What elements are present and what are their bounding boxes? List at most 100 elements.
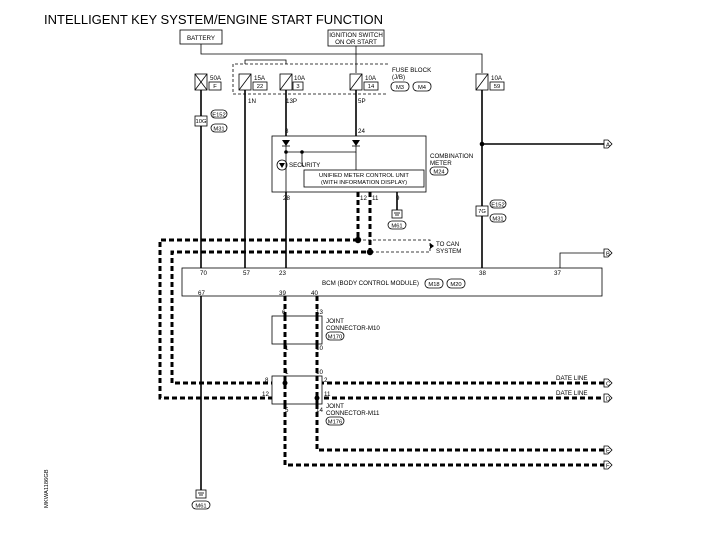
diagram-title: INTELLIGENT KEY SYSTEM/ENGINE START FUNC… (44, 12, 383, 27)
conn-e152-a: E152 (212, 113, 226, 119)
meter-internal-link (285, 146, 357, 153)
meter-pin-24: 24 (358, 128, 365, 135)
conn-m31-a: M31 (213, 127, 224, 133)
m11-conn: M176 (328, 420, 343, 426)
m11-label-1: JOINT (326, 403, 344, 410)
fuse-15a-id: 22 (257, 84, 263, 90)
battery-label: BATTERY (187, 35, 215, 42)
svg-text:D: D (606, 397, 610, 403)
m10-conn: M170 (328, 335, 343, 341)
fuse-block-outline (232, 63, 388, 95)
m10-pin-10: 10 (316, 345, 323, 352)
m11-pin-14: 14 (316, 407, 323, 414)
fuse-block-label-1: FUSE BLOCK (392, 67, 432, 74)
bcm-pin-40: 40 (311, 290, 318, 297)
arrow-tag-d: D (603, 393, 613, 403)
date-line-label-1: DATE LINE (556, 375, 588, 382)
security-label: SECURITY (289, 162, 320, 169)
conn-e152-b: E152 (491, 203, 505, 209)
fuse-15a-rating: 15A (254, 75, 266, 82)
m11-pin-12: 12 (262, 391, 269, 398)
fuse-block-conn-m3-label: M3 (396, 85, 404, 91)
m10-pin-1: 1 (285, 345, 289, 352)
can-line-to-f (283, 404, 604, 467)
conn-7g: 7G (478, 209, 486, 215)
svg-text:C: C (606, 382, 610, 388)
fuse-10a-59-id-box (489, 81, 505, 91)
ground-m61-top (387, 220, 407, 230)
m11-pin-5: 5 (285, 407, 289, 414)
svg-text:B: B (606, 252, 610, 258)
to-can-label-1: TO CAN (436, 241, 459, 248)
joint-connector-m10 (271, 315, 323, 345)
arrow-tag-a: A (603, 139, 613, 149)
fuse-15a-id-box (252, 81, 268, 91)
date-line-label-2: DATE LINE (556, 390, 588, 397)
unified-meter-label-2: (WITH INFORMATION DISPLAY) (321, 180, 407, 186)
m11-pin-8: 8 (265, 377, 269, 384)
bcm-pin-39: 39 (279, 290, 286, 297)
fuse-50a-rating: 50A (210, 75, 222, 82)
fuse-terminal-1n: 1N (248, 98, 256, 105)
fuse-50a-id: F (213, 84, 217, 90)
arrow-tag-e: E (603, 445, 613, 455)
bcm-pin-67: 67 (198, 290, 205, 297)
m10-label-1: JOINT (326, 318, 344, 325)
bcm-pin-38: 38 (479, 270, 486, 277)
m11-pin-1: 1 (285, 369, 289, 376)
m10-pin-13: 13 (316, 309, 323, 316)
fuse-10a-59-rating: 10A (491, 75, 503, 82)
joint-connector-m11 (271, 375, 323, 405)
arrow-tag-b: B (603, 248, 613, 258)
fuse-10a-14-id-box (363, 81, 379, 91)
fuse-block-conn-m4-label: M4 (418, 85, 427, 91)
bcm-pin-57: 57 (243, 270, 250, 277)
bcm-conn-m20: M20 (450, 282, 461, 288)
combination-meter-label-1: COMBINATION (430, 153, 473, 160)
svg-text:F: F (606, 464, 610, 470)
conn-10g: 10G (196, 119, 207, 125)
ground-m61-bottom (191, 500, 211, 510)
fuse-terminal-5p: 5P (358, 98, 366, 105)
unified-meter-control-unit (303, 169, 425, 188)
ignition-label-1: IGNITION SWITCH (329, 32, 383, 39)
m11-pin-2: 2 (324, 377, 328, 384)
bcm-pin-70: 70 (200, 270, 207, 277)
fuse-10a-14-id: 14 (368, 84, 375, 90)
ground-m61-top-label: M61 (391, 224, 402, 230)
fuse-10a-59-id: 59 (494, 84, 500, 90)
arrow-tag-c: C (603, 378, 613, 388)
ignition-label-2: ON OR START (335, 39, 377, 46)
combination-meter-conn: M24 (433, 170, 445, 176)
fuse-block-conn-m4 (412, 81, 432, 92)
fuse-10a-3-id-box (292, 81, 304, 91)
bcm-label: BCM (BODY CONTROL MODULE) (322, 280, 419, 287)
m10-label-2: CONNECTOR-M10 (326, 325, 380, 332)
bcm-pin-23: 23 (279, 270, 286, 277)
bcm-conn-m18: M18 (428, 282, 439, 288)
conn-m31-b: M31 (492, 217, 503, 223)
meter-pin-9: 9 (396, 195, 400, 202)
bcm-pin-37: 37 (554, 270, 561, 277)
bcm-box (181, 267, 603, 297)
unified-meter-label-1: UNIFIED METER CONTROL UNIT (319, 173, 409, 179)
m11-label-2: CONNECTOR-M11 (326, 410, 380, 417)
fuse-block-conn-m3 (390, 81, 410, 92)
fuse-block-link (244, 59, 287, 64)
arrow-tag-f: F (603, 460, 613, 470)
meter-pin-8: 8 (285, 128, 289, 135)
fuse-terminal-13p: 13P (286, 98, 297, 105)
m11-pin-10: 10 (316, 369, 323, 376)
battery-bus (200, 44, 483, 73)
side-code: MKWA1186GB (44, 469, 50, 508)
fuse-block-label-2: (J/B) (392, 74, 405, 81)
fuse-10a-3-id: 3 (296, 84, 299, 90)
meter-pin-11: 11 (372, 195, 379, 202)
fuse-10a-3-rating: 10A (294, 75, 306, 82)
svg-text:E: E (606, 449, 610, 455)
combination-meter-label-2: METER (430, 160, 452, 167)
m11-pin-11: 11 (324, 391, 331, 398)
fuse-50a-id-box (208, 81, 222, 91)
security-indicator-icon (276, 159, 288, 171)
